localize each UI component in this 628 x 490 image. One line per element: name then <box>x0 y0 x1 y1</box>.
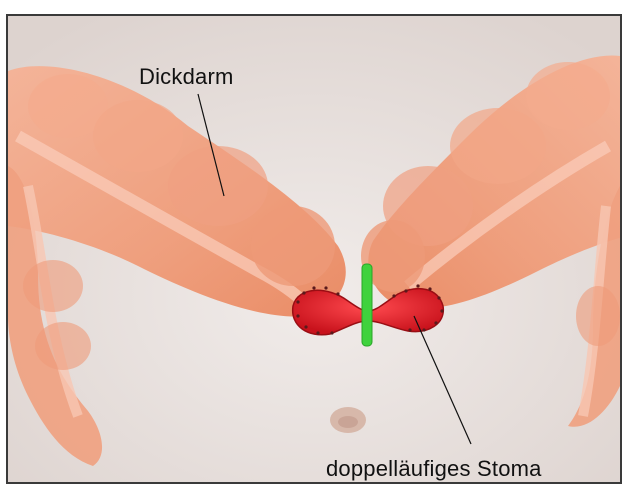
colon-label: Dickdarm <box>139 64 234 90</box>
stoma-label: doppelläufiges Stoma <box>326 456 542 482</box>
illustration-frame: Dickdarm doppelläufiges Stoma <box>6 14 622 484</box>
stoma-rod <box>362 264 372 346</box>
anatomy-illustration <box>8 16 620 482</box>
